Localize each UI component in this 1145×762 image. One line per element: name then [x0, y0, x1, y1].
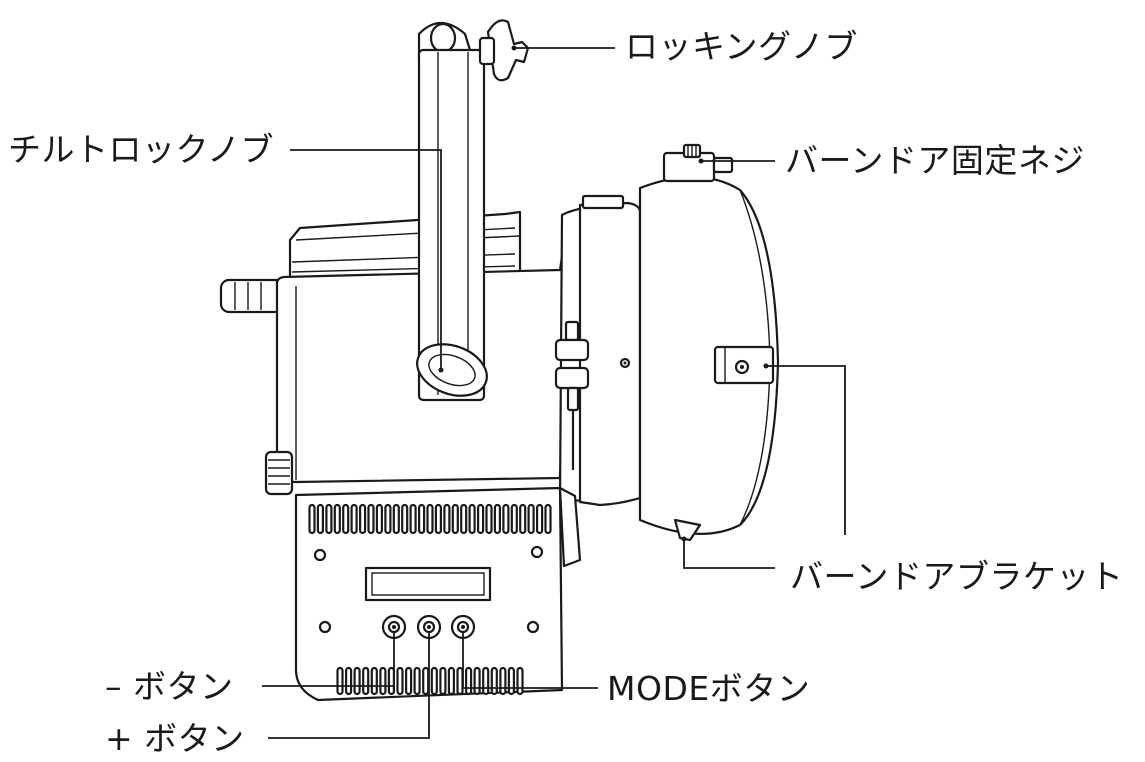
vent-slot — [316, 503, 324, 535]
vent-slot — [370, 666, 378, 696]
vent-slot — [485, 503, 493, 535]
vent-slot — [443, 503, 451, 535]
vent-slot — [482, 666, 490, 696]
label-barndoor-bracket: バーンドアブラケット — [790, 557, 1124, 596]
vent-slot — [418, 503, 426, 535]
vent-slot — [350, 503, 358, 535]
vent-slot — [451, 503, 459, 535]
vent-slot — [379, 666, 387, 696]
side-knob — [264, 450, 294, 496]
vent-slot — [426, 503, 434, 535]
barndoor-screw — [662, 143, 734, 183]
vent-slot — [527, 503, 535, 535]
vent-slot — [544, 503, 552, 535]
vent-slot — [353, 666, 361, 696]
label-barndoor-screw: バーンドア固定ネジ — [785, 141, 1085, 180]
label-tilt-lock-knob: チルトロックノブ — [8, 130, 275, 169]
vent-slot — [308, 503, 316, 535]
side-fitting — [554, 320, 590, 470]
leader-lines — [262, 47, 846, 739]
vent-slot — [430, 666, 438, 696]
label-minus-button: – ボタン — [105, 667, 234, 706]
vent-slot — [375, 503, 383, 535]
vent-slot — [468, 503, 476, 535]
vent-slots-top — [308, 503, 552, 535]
vent-slot — [413, 666, 421, 696]
vent-slot — [535, 503, 544, 535]
label-plus-button: + ボタン — [105, 719, 245, 758]
yoke-arm — [417, 21, 486, 402]
control-box — [294, 486, 582, 702]
vent-slot — [460, 503, 468, 535]
vent-slot — [362, 666, 370, 696]
vent-slot — [447, 666, 455, 696]
vent-slot — [499, 666, 507, 696]
vent-slot — [367, 503, 375, 535]
vent-slot — [405, 666, 413, 696]
vent-slot — [384, 503, 392, 535]
vent-slot — [409, 503, 417, 535]
locking-knob-shape — [478, 19, 530, 82]
vent-slot — [507, 666, 515, 696]
vent-slot — [477, 503, 485, 535]
vent-slot — [401, 503, 409, 535]
vent-slot — [510, 503, 518, 535]
vent-slot — [422, 666, 430, 696]
bottom-bracket — [673, 518, 702, 542]
vent-slot — [490, 666, 498, 696]
label-locking-knob: ロッキングノブ — [625, 27, 858, 66]
vent-slot — [345, 666, 353, 696]
vent-slot — [333, 503, 341, 535]
vent-slot — [392, 503, 400, 535]
vent-slot — [516, 666, 524, 696]
vent-slot — [336, 666, 344, 696]
vent-slot — [434, 503, 442, 535]
vent-slot — [342, 503, 350, 535]
vent-slot — [493, 503, 501, 535]
tilt-lock-knob-shape — [416, 343, 488, 397]
vent-slot — [465, 666, 473, 696]
vent-slot — [396, 666, 404, 696]
barndoor-bracket — [713, 345, 775, 385]
vent-slot — [473, 666, 481, 696]
vent-slot — [456, 666, 464, 696]
vent-slot — [325, 503, 333, 535]
vent-slot — [519, 503, 527, 535]
vent-slot — [439, 666, 447, 696]
vent-slot — [502, 503, 510, 535]
label-mode-button: MODEボタン — [607, 669, 811, 708]
rear-handle — [219, 278, 285, 314]
mode-button-shape[interactable] — [450, 614, 476, 640]
vent-slot — [359, 503, 367, 535]
